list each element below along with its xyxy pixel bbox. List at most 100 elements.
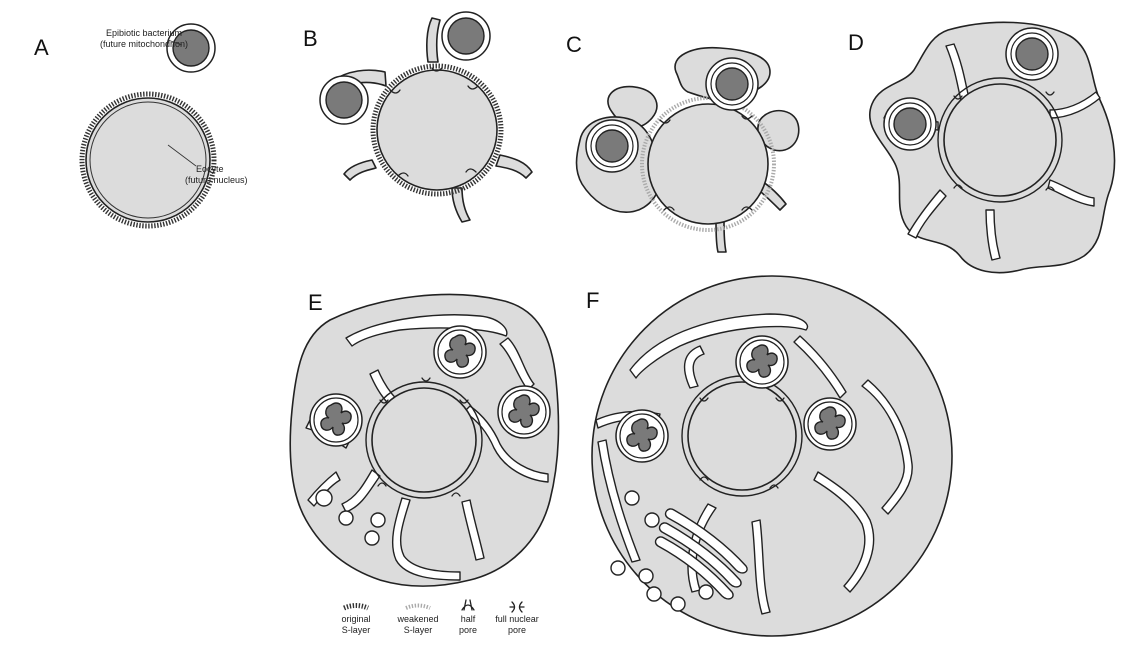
mitochondrion	[883, 97, 937, 151]
mitochondrion	[803, 397, 857, 451]
endomembrane-lumen	[907, 189, 947, 239]
legend-label: S-layer	[342, 625, 371, 635]
endomembrane-lumen	[391, 497, 461, 581]
weakened-s-layer	[640, 96, 776, 232]
golgi-cisterna	[664, 508, 748, 574]
legend-label: pore	[508, 625, 526, 635]
endomembrane-lumen	[1047, 179, 1095, 207]
protrusion	[451, 187, 471, 223]
eocyte-inner-membrane	[89, 101, 207, 219]
nucleus	[943, 83, 1057, 197]
nucleus	[647, 103, 769, 225]
vesicle	[698, 584, 714, 600]
panel-label-e: E	[308, 290, 323, 315]
full-nuclear-pore	[953, 91, 1055, 191]
vesicle	[370, 512, 386, 528]
panel-label-d: D	[848, 30, 864, 55]
mitochondrion	[497, 385, 551, 439]
vesicle	[624, 490, 640, 506]
legend-swatch-weakened-s-layer	[405, 603, 431, 610]
half-pore	[389, 67, 479, 177]
vesicle	[670, 596, 686, 612]
eocyte-leader-line	[167, 144, 197, 167]
mitochondrion	[309, 393, 363, 447]
endomembrane-lumen	[461, 499, 485, 561]
mitochondrion	[705, 57, 759, 111]
vesicle	[315, 489, 333, 507]
legend-swatch-full-nuclear-pore	[509, 601, 525, 613]
endomembrane-lumen	[629, 313, 809, 379]
legend-item-half-pore: half pore	[459, 599, 477, 635]
half-pore	[659, 115, 753, 211]
legend-item-original-s-layer: original S-layer	[341, 603, 371, 635]
panel-f: F	[586, 275, 953, 637]
legend-item-full-nuclear-pore: full nuclear pore	[495, 601, 539, 635]
endomembrane-lumen	[985, 209, 1001, 261]
endomembrane-lumen	[463, 405, 549, 483]
mitochondrion	[615, 409, 669, 463]
legend-swatch-original-s-layer	[343, 603, 369, 611]
endomembrane-lumen	[345, 314, 508, 347]
protrusion	[715, 221, 727, 253]
attached-bacterium	[441, 11, 491, 61]
attached-bacterium	[319, 75, 369, 125]
nuclear-envelope	[365, 381, 483, 499]
panel-c: C	[566, 32, 800, 253]
endomembrane-lumen	[341, 469, 381, 513]
golgi-cisterna	[658, 522, 742, 588]
vesicle	[364, 530, 380, 546]
endomembrane-lumen	[1049, 91, 1101, 119]
vesicle	[338, 510, 354, 526]
legend-label: half	[461, 614, 476, 624]
legend-label: pore	[459, 625, 477, 635]
endomembrane-lumen	[751, 519, 771, 615]
legend: original S-layer weakened S-layer half p…	[341, 599, 539, 635]
mitochondrion	[585, 119, 639, 173]
vesicle	[646, 586, 662, 602]
endomembrane-lumen	[861, 379, 913, 515]
panel-b: B	[303, 11, 533, 223]
legend-label: S-layer	[404, 625, 433, 635]
eocyte-cell	[85, 97, 211, 223]
bacterium-leader-line	[167, 39, 183, 46]
bacterium-label-line2: (future mitochondrion)	[100, 39, 188, 49]
endomembrane-lumen	[683, 345, 705, 389]
nuclear-envelope	[937, 77, 1063, 203]
panel-d: D	[848, 21, 1116, 274]
legend-label: original	[341, 614, 370, 624]
golgi-cisterna	[654, 536, 734, 600]
endomembrane-lumen	[597, 439, 641, 563]
epibiotic-bacterium	[166, 23, 216, 73]
original-s-layer	[79, 91, 217, 229]
endomembrane-lumen	[793, 335, 847, 399]
panel-e: E	[289, 290, 560, 587]
protrusion	[343, 159, 377, 181]
legend-item-weakened-s-layer: weakened S-layer	[396, 603, 439, 635]
panel-label-a: A	[34, 35, 49, 60]
protrusion	[426, 17, 441, 63]
eocyte-cell	[376, 69, 498, 191]
panel-label-c: C	[566, 32, 582, 57]
mitochondrion	[735, 335, 789, 389]
eocyte-label-line1: Eocyte	[196, 164, 224, 174]
legend-swatch-half-pore	[461, 599, 475, 611]
vesicle	[638, 568, 654, 584]
panel-label-f: F	[586, 288, 599, 313]
protrusion	[495, 154, 533, 179]
panel-a: A Epibiotic bacterium (future mitochondr…	[34, 23, 248, 229]
vesicle	[644, 512, 660, 528]
eocyte-label-line2: (future nucleus)	[185, 175, 248, 185]
legend-label: full nuclear	[495, 614, 539, 624]
original-s-layer	[370, 63, 504, 197]
full-nuclear-pore	[377, 377, 469, 497]
nucleus	[371, 387, 477, 493]
vesicle	[610, 560, 626, 576]
legend-label: weakened	[396, 614, 438, 624]
nucleus	[687, 381, 797, 491]
mitochondrion	[433, 325, 487, 379]
mitochondrion	[1005, 27, 1059, 81]
endomembrane-lumen	[813, 471, 875, 593]
full-nuclear-pore	[699, 397, 785, 489]
bacterium-label-line1: Epibiotic bacterium	[106, 28, 182, 38]
